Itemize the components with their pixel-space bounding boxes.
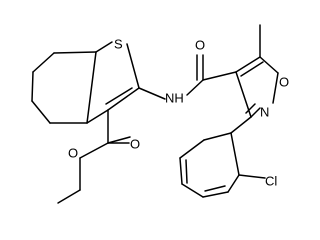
amide-oxygen-label: O: [195, 37, 205, 52]
isoxazole-ring: [235, 24, 279, 118]
isoxazole-nitrogen-label: N: [260, 104, 269, 119]
chlorophenyl-ring: [179, 116, 266, 198]
chlorine-label: Cl: [265, 173, 277, 188]
sulfur-label: S: [114, 36, 123, 51]
ester-carbonyl-oxygen-label: O: [130, 136, 140, 151]
ethyl-ester-group: [57, 109, 131, 204]
cyclohexene-ring: [31, 51, 97, 124]
molecule-structure: S NH O O O O N Cl: [31, 24, 289, 204]
nh-label: NH: [165, 90, 184, 105]
amide-linker: [138, 54, 237, 100]
isoxazole-oxygen-label: O: [279, 74, 289, 89]
thiophene-ring: [86, 41, 140, 124]
ester-oxygen-label: O: [68, 145, 78, 160]
